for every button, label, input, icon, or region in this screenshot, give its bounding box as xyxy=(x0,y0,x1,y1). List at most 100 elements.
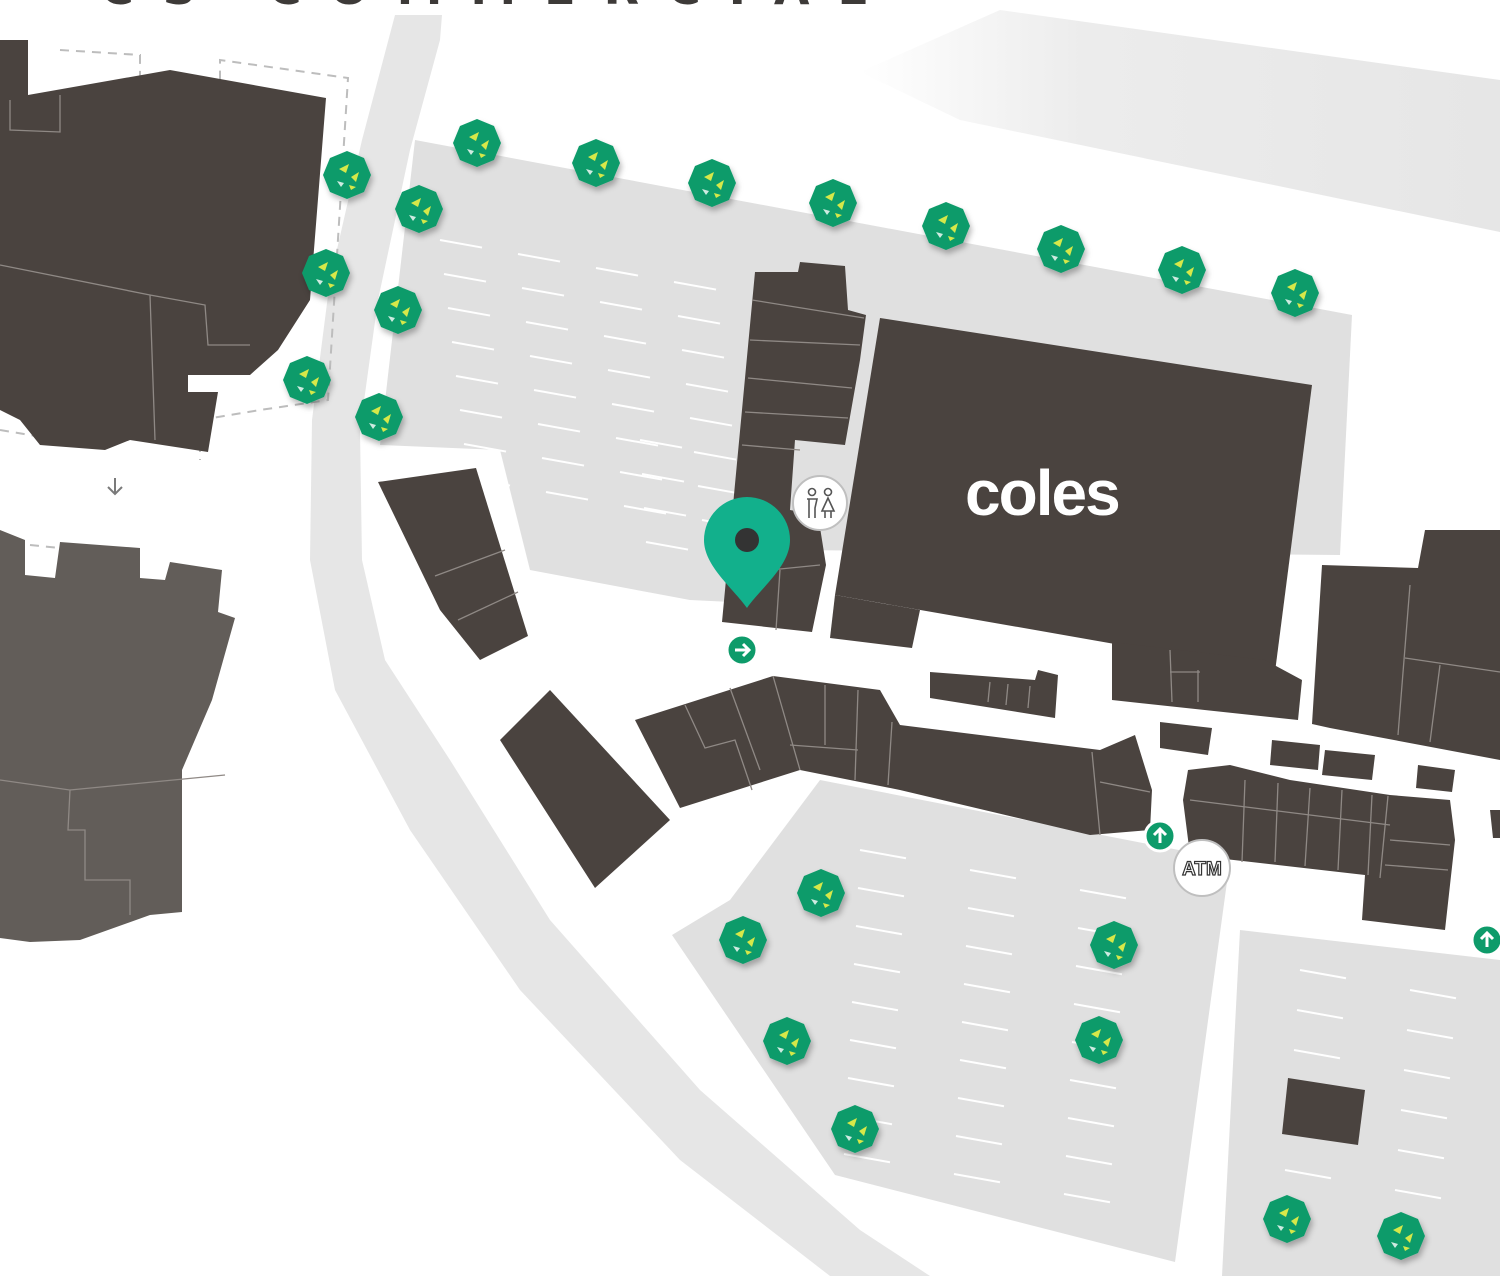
parking-bay-line xyxy=(639,439,683,449)
tree-icon xyxy=(302,249,350,297)
parking-bay-line xyxy=(521,287,565,297)
street-label: CS COMMERCIAL xyxy=(100,0,895,15)
building-small-west xyxy=(378,468,528,660)
tree-icon xyxy=(1263,1195,1311,1243)
building-kiosk-c xyxy=(1322,750,1375,780)
parking-bay-line xyxy=(1299,969,1347,980)
building-east xyxy=(1312,530,1500,760)
tenancy-dividers xyxy=(0,95,1500,915)
parking-bay-line xyxy=(685,383,729,393)
parking-bay-line xyxy=(955,1135,1003,1146)
parking-bay-line xyxy=(1069,1079,1117,1090)
tree-icon xyxy=(797,869,845,917)
toilets-icon[interactable] xyxy=(792,475,848,531)
parking-bay-line xyxy=(859,849,907,860)
tree-icon xyxy=(1090,921,1138,969)
parking-bay-line xyxy=(533,389,577,399)
parking-bay-line xyxy=(673,281,717,291)
top-road xyxy=(860,10,1500,232)
parking-bay-line xyxy=(1063,1193,1111,1204)
building-coles xyxy=(835,318,1312,672)
tree-icon xyxy=(323,151,371,199)
parking-bay-line xyxy=(447,307,491,317)
parking-bay-line xyxy=(1067,1117,1115,1128)
parking-bay-line xyxy=(847,1077,895,1088)
parking-bay-line xyxy=(641,473,685,483)
parking-bay-line xyxy=(851,1001,899,1012)
parking-bay-line xyxy=(849,1039,897,1050)
parking-bay-line xyxy=(857,887,905,898)
tree-icon xyxy=(453,119,501,167)
parking-bay-line xyxy=(451,341,495,351)
building-central-arcade xyxy=(635,676,1152,835)
tree-icon xyxy=(809,179,857,227)
parking-bay-line xyxy=(611,403,655,413)
parking-bay-line xyxy=(615,437,659,447)
parking-bay-line xyxy=(693,451,737,461)
entrance-arrow-icon[interactable] xyxy=(725,633,759,667)
entrance-arrow-icon[interactable] xyxy=(1470,923,1500,957)
parking-bay-line xyxy=(463,443,507,453)
main-road-curve xyxy=(310,15,930,1276)
building-east-strip xyxy=(1112,642,1302,720)
parking-bay-line xyxy=(603,335,647,345)
tree-icon xyxy=(1158,246,1206,294)
parking-bay-line xyxy=(1406,1029,1454,1040)
building-southeast-small xyxy=(1282,1078,1365,1145)
parking-bay-line xyxy=(1409,989,1457,1000)
atm-icon[interactable]: ATM xyxy=(1173,839,1231,897)
parking-bay-line xyxy=(623,505,667,515)
parking-bay-line xyxy=(697,485,741,495)
parking-bay-line xyxy=(969,869,1017,880)
building-coles-lower-tenancy xyxy=(830,595,920,648)
tree-icon xyxy=(763,1017,811,1065)
parking-bay-line xyxy=(1400,1109,1448,1120)
parking-bay-line xyxy=(689,417,733,427)
building-kiosk-a xyxy=(1160,722,1212,755)
parking-bay-line xyxy=(1073,1003,1121,1014)
parking-bay-line xyxy=(677,315,721,325)
parking-bay-line xyxy=(599,301,643,311)
parking-bay-line xyxy=(855,925,903,936)
building-kiosk-row xyxy=(930,670,1058,718)
parking-bay-line xyxy=(1075,965,1123,976)
parking-bay-line xyxy=(953,1173,1001,1184)
parking-bay-line xyxy=(439,239,483,249)
tree-icon xyxy=(395,185,443,233)
location-pin-icon[interactable] xyxy=(704,497,790,608)
parking-bay-line xyxy=(595,267,639,277)
parking-bay-line xyxy=(1397,1149,1445,1160)
parking-bay-line xyxy=(843,1153,891,1164)
parking-bay-line xyxy=(1293,1049,1341,1060)
atm-label: ATM xyxy=(1182,859,1222,880)
parking-bay-line xyxy=(443,273,487,283)
parking-bay-line xyxy=(681,349,725,359)
parking-bay-line xyxy=(957,1097,1005,1108)
parking-bay-line xyxy=(541,457,585,467)
parking-bay-line xyxy=(967,907,1015,918)
parking-bay-line xyxy=(619,471,663,481)
parking-bay-line xyxy=(537,423,581,433)
tree-icon xyxy=(283,356,331,404)
building-south-wedge xyxy=(500,690,670,888)
building-northwest xyxy=(0,40,326,452)
road-network xyxy=(310,10,1500,1276)
parking-bay-line xyxy=(517,253,561,263)
parking-bay-line xyxy=(959,1059,1007,1070)
parking-bay-line xyxy=(529,355,573,365)
parking-bay-line xyxy=(1296,1009,1344,1020)
parking-bay-line xyxy=(961,1021,1009,1032)
tree-icon xyxy=(831,1105,879,1153)
parking-bay-line xyxy=(545,491,589,501)
buildings xyxy=(0,40,1500,1145)
entrance-arrow-icon[interactable] xyxy=(1143,819,1177,853)
tree-icon xyxy=(1271,269,1319,317)
tree-icon xyxy=(355,393,403,441)
parking-bay-line xyxy=(1284,1169,1332,1180)
parking-bay-line xyxy=(1079,889,1127,900)
parking-bay-line xyxy=(1065,1155,1113,1166)
parking-bay-line xyxy=(455,375,499,385)
down-arrow-icon xyxy=(107,478,123,496)
tree-icon xyxy=(688,159,736,207)
